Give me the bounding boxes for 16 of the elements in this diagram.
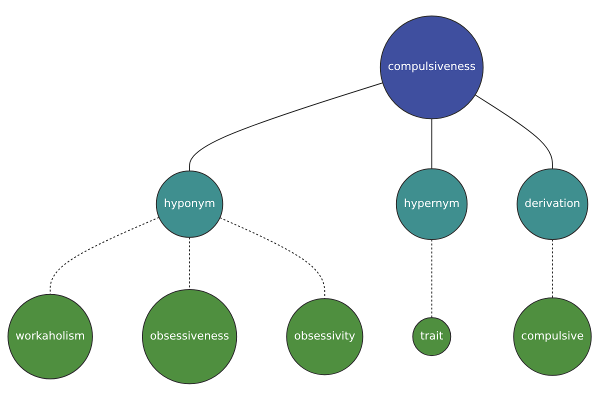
- connector: [189, 82, 384, 172]
- connector: [552, 239, 554, 298]
- connector: [189, 236, 190, 290]
- node-circle: hypernym: [396, 168, 468, 240]
- node-circle: obsessiveness: [142, 289, 238, 384]
- connector: [432, 239, 433, 318]
- node-circle: trait: [412, 317, 452, 356]
- connector: [432, 118, 433, 170]
- connector: [50, 216, 160, 296]
- node-circle: hyponym: [156, 170, 224, 238]
- connector: [475, 94, 554, 170]
- node-circle: workaholism: [8, 294, 94, 380]
- node-circle: compulsiveness: [380, 16, 484, 120]
- node-circle: derivation: [517, 168, 589, 240]
- node-circle: compulsive: [514, 297, 592, 376]
- node-circle: obsessivity: [286, 298, 364, 376]
